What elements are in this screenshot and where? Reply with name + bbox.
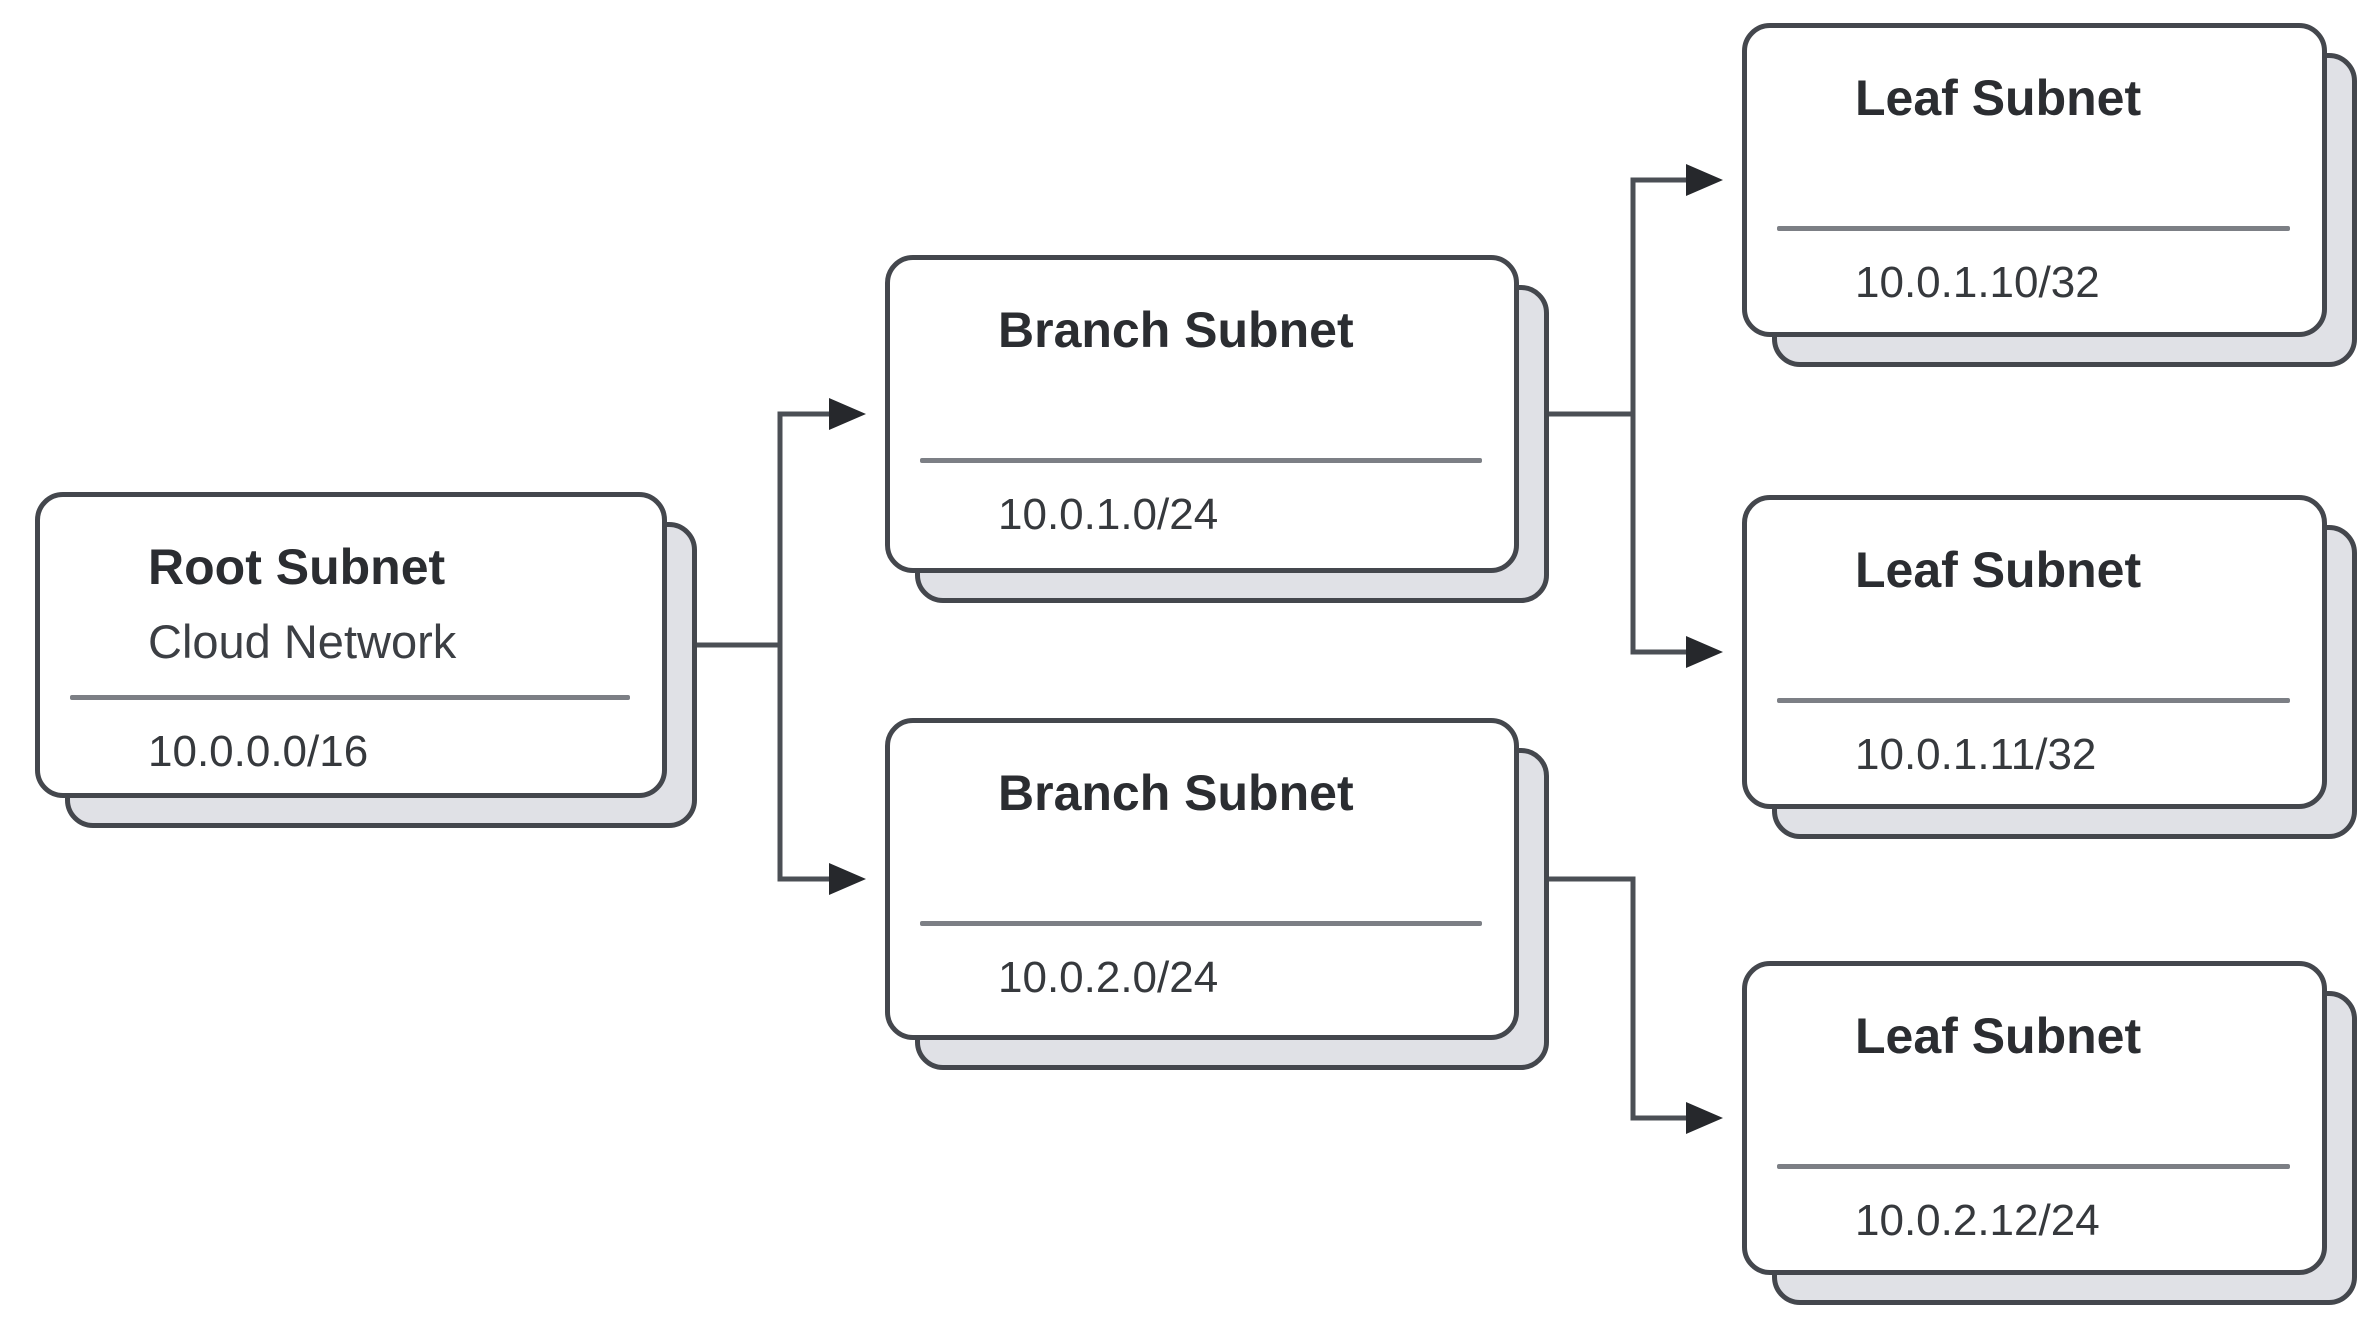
card-divider — [920, 458, 1482, 463]
subnet-title: Leaf Subnet — [1855, 1008, 2142, 1064]
arrowhead-to-leaf-3 — [1686, 1102, 1723, 1134]
subnet-card: Leaf Subnet 10.0.2.12/24 — [1742, 961, 2327, 1275]
subnet-card: Branch Subnet 10.0.1.0/24 — [885, 255, 1519, 573]
subnet-title: Branch Subnet — [998, 302, 1354, 358]
node-root-subnet: Root Subnet Cloud Network 10.0.0.0/16 — [35, 492, 697, 828]
subnet-title: Branch Subnet — [998, 765, 1354, 821]
arrowhead-to-branch-1 — [829, 398, 866, 430]
node-branch-subnet-1: Branch Subnet 10.0.1.0/24 — [885, 255, 1549, 603]
subnet-card: Root Subnet Cloud Network 10.0.0.0/16 — [35, 492, 667, 798]
subnet-cidr: 10.0.1.10/32 — [1855, 258, 2100, 307]
subnet-cidr: 10.0.0.0/16 — [148, 727, 369, 776]
subnet-cidr: 10.0.1.11/32 — [1855, 730, 2097, 779]
subnet-card: Leaf Subnet 10.0.1.11/32 — [1742, 495, 2327, 809]
card-divider — [920, 921, 1482, 926]
subnet-cidr: 10.0.2.12/24 — [1855, 1196, 2100, 1245]
connector-branch2-leaf3 — [1519, 876, 1688, 1121]
subnet-cidr: 10.0.2.0/24 — [998, 953, 1219, 1002]
arrowhead-to-leaf-1 — [1686, 164, 1723, 196]
connector-root-branches — [777, 411, 831, 882]
card-divider — [1777, 698, 2290, 703]
node-branch-subnet-2: Branch Subnet 10.0.2.0/24 — [885, 718, 1549, 1070]
subnet-cidr: 10.0.1.0/24 — [998, 490, 1219, 539]
subnet-card: Leaf Subnet 10.0.1.10/32 — [1742, 23, 2327, 337]
subnet-subtitle: Cloud Network — [148, 615, 457, 668]
arrowhead-to-leaf-2 — [1686, 636, 1723, 668]
subnet-title: Leaf Subnet — [1855, 70, 2142, 126]
node-leaf-subnet-3: Leaf Subnet 10.0.2.12/24 — [1742, 961, 2357, 1305]
card-divider — [70, 695, 630, 700]
connector-branch1-leaves — [1630, 177, 1688, 655]
node-leaf-subnet-2: Leaf Subnet 10.0.1.11/32 — [1742, 495, 2357, 839]
card-divider — [1777, 1164, 2290, 1169]
subnet-title: Root Subnet — [148, 539, 446, 595]
arrowhead-to-branch-2 — [829, 863, 866, 895]
subnet-card: Branch Subnet 10.0.2.0/24 — [885, 718, 1519, 1040]
node-leaf-subnet-1: Leaf Subnet 10.0.1.10/32 — [1742, 23, 2357, 367]
card-divider — [1777, 226, 2290, 231]
subnet-title: Leaf Subnet — [1855, 542, 2142, 598]
